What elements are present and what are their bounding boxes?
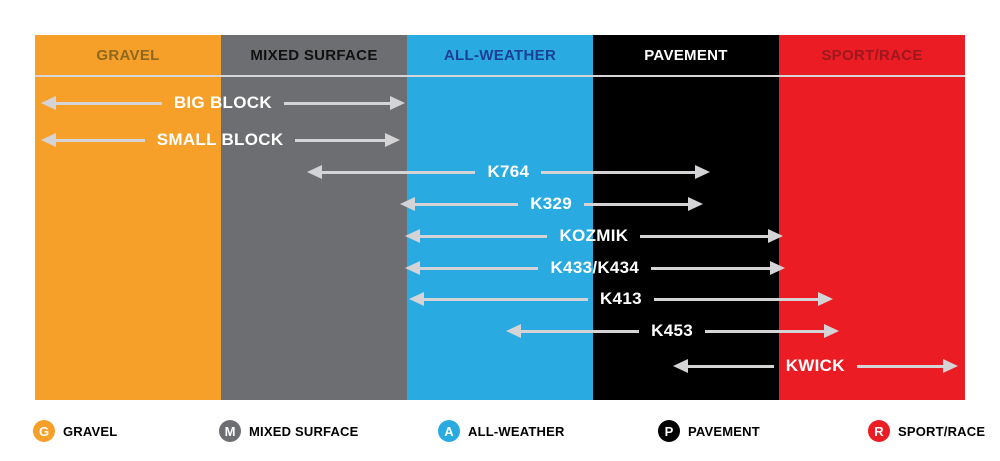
- tire-range-small-block: SMALL BLOCK: [40, 129, 400, 151]
- legend-label: SPORT/RACE: [898, 423, 986, 439]
- legend-circle-mixed-surface: M: [219, 420, 241, 442]
- surface-column-all-weather: ALL-WEATHER: [407, 35, 593, 400]
- arrow-shaft: [651, 266, 770, 270]
- surface-column-sport-race: SPORT/RACE: [779, 35, 965, 400]
- legend-circle-gravel: G: [33, 420, 55, 442]
- tire-name-label: KOZMIK: [559, 226, 629, 245]
- surface-column-mixed-surface: MIXED SURFACE: [221, 35, 407, 400]
- arrow-head-right-icon: [390, 96, 406, 110]
- arrow-shaft: [55, 138, 145, 142]
- arrow-shaft: [653, 297, 818, 301]
- legend-label: GRAVEL: [63, 423, 118, 439]
- column-header-all-weather: ALL-WEATHER: [443, 46, 557, 64]
- arrow-head-right-icon: [687, 197, 703, 211]
- chart-area: GRAVEL MIXED SURFACE ALL-WEATHER PAVEMENT SP…: [35, 35, 965, 400]
- legend-circle-pavement: P: [658, 420, 680, 442]
- legend-label: MIXED SURFACE: [249, 423, 359, 439]
- legend-circle-sport-race: R: [868, 420, 890, 442]
- column-header-mixed-surface: MIXED SURFACE: [250, 46, 378, 64]
- arrow-shaft: [414, 202, 519, 206]
- legend-label: ALL-WEATHER: [468, 423, 565, 439]
- arrow-head-left-icon: [672, 359, 688, 373]
- surface-column-pavement: PAVEMENT: [593, 35, 779, 400]
- arrow-shaft: [687, 364, 774, 368]
- tire-range-k764: K764: [306, 161, 711, 183]
- arrow-shaft: [640, 234, 768, 238]
- legend-item-sport-race: R SPORT/RACE: [868, 420, 985, 442]
- legend-label: PAVEMENT: [688, 423, 760, 439]
- arrow-head-left-icon: [306, 165, 322, 179]
- tire-range-k413: K413: [408, 288, 833, 310]
- arrow-shaft: [541, 170, 696, 174]
- arrow-head-right-icon: [769, 261, 785, 275]
- tire-range-kwick: KWICK: [672, 355, 958, 377]
- arrow-shaft: [295, 138, 385, 142]
- tire-range-k453: K453: [505, 320, 839, 342]
- arrow-shaft: [420, 266, 539, 270]
- legend-circle-all-weather: A: [438, 420, 460, 442]
- arrow-head-right-icon: [823, 324, 839, 338]
- header-divider-line: [35, 75, 965, 77]
- tire-name-label: KWICK: [785, 356, 845, 375]
- arrow-shaft: [584, 202, 688, 206]
- arrow-head-right-icon: [695, 165, 711, 179]
- arrow-head-right-icon: [817, 292, 833, 306]
- legend-item-pavement: P PAVEMENT: [658, 420, 760, 442]
- arrow-shaft: [423, 297, 588, 301]
- legend-item-mixed-surface: M MIXED SURFACE: [219, 420, 359, 442]
- arrow-head-right-icon: [384, 133, 400, 147]
- tire-range-big-block: BIG BLOCK: [40, 92, 406, 114]
- arrow-shaft: [55, 101, 162, 105]
- arrow-head-left-icon: [399, 197, 415, 211]
- tire-name-label: BIG BLOCK: [173, 93, 272, 112]
- arrow-shaft: [520, 329, 640, 333]
- tire-name-label: K329: [530, 194, 573, 213]
- arrow-head-left-icon: [505, 324, 521, 338]
- tire-range-k433-k434: K433/K434: [405, 257, 785, 279]
- arrow-shaft: [704, 329, 824, 333]
- column-header-pavement: PAVEMENT: [644, 46, 728, 64]
- arrow-shaft: [283, 101, 391, 105]
- surface-column-gravel: GRAVEL: [35, 35, 221, 400]
- legend: G GRAVEL M MIXED SURFACE A ALL-WEATHER P PAVEME…: [0, 408, 1000, 458]
- arrow-head-left-icon: [40, 133, 56, 147]
- arrow-head-left-icon: [40, 96, 56, 110]
- arrow-shaft: [856, 364, 943, 368]
- arrow-head-right-icon: [942, 359, 958, 373]
- tire-name-label: K433/K434: [550, 258, 640, 277]
- tire-name-label: K453: [651, 321, 693, 340]
- tire-name-label: K764: [487, 162, 530, 181]
- tire-range-k329: K329: [399, 193, 703, 215]
- arrow-shaft: [321, 170, 476, 174]
- legend-item-gravel: G GRAVEL: [33, 420, 117, 442]
- tire-name-label: K413: [599, 289, 642, 308]
- arrow-head-left-icon: [405, 229, 421, 243]
- column-header-gravel: GRAVEL: [96, 46, 160, 64]
- arrow-head-left-icon: [408, 292, 424, 306]
- legend-item-all-weather: A ALL-WEATHER: [438, 420, 565, 442]
- surface-columns: GRAVEL MIXED SURFACE ALL-WEATHER PAVEMENT SP…: [35, 35, 965, 400]
- arrow-shaft: [420, 234, 548, 238]
- tire-range-kozmik: KOZMIK: [405, 225, 783, 247]
- column-header-sport-race: SPORT/RACE: [821, 46, 923, 64]
- arrow-head-left-icon: [405, 261, 421, 275]
- arrow-head-right-icon: [767, 229, 783, 243]
- tire-name-label: SMALL BLOCK: [156, 130, 284, 149]
